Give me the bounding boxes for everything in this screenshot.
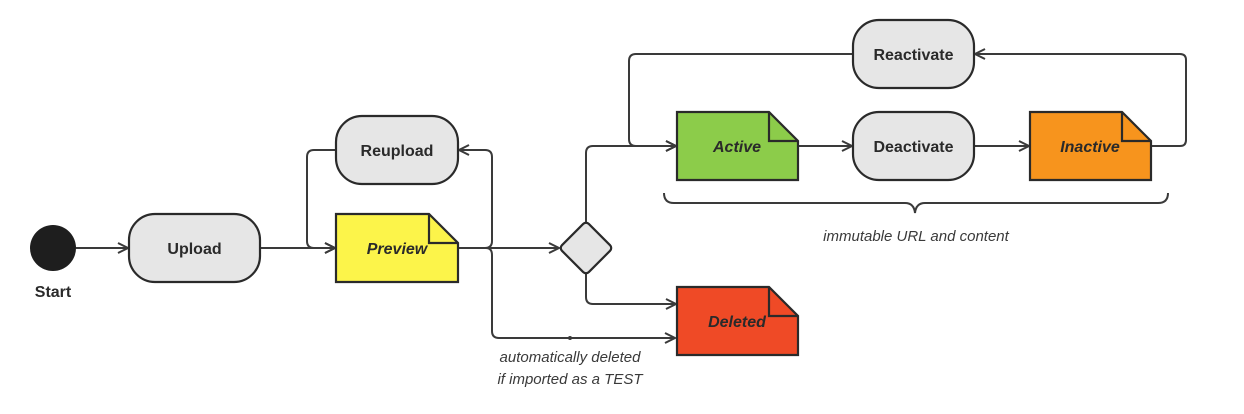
edges [76,53,1187,340]
edge-midpoint-dot [568,336,572,340]
edge-decision-active [585,146,676,222]
reupload-node: Reupload [334,114,460,186]
inactive-node: Inactive [1028,110,1153,182]
edge-reupload-preview [306,149,336,248]
reactivate-box [851,18,976,90]
deactivate-node: Deactivate [851,110,976,182]
edge-reactivate-active [628,53,853,146]
reactivate-label: Reactivate [873,47,953,64]
active-label: Active [712,139,761,156]
deleted-box [675,285,800,357]
inactive-fold [1120,112,1151,143]
preview-box [334,212,460,284]
edge-preview-reupload [458,150,493,249]
immutable-brace [663,192,1169,214]
active-fold [767,112,798,143]
decision-node [559,221,613,275]
deactivate-label: Deactivate [873,139,953,156]
deactivate-box [851,110,976,182]
start-node: Start [30,225,76,301]
immutable-annotation: immutable URL and content [823,228,1009,245]
preview-fold [427,214,458,245]
upload-box [127,212,262,284]
inactive-label: Inactive [1060,139,1120,156]
edge-inactive-reactivate [975,54,1187,147]
decision-diamond [559,221,613,275]
upload-node: Upload [127,212,262,284]
upload-label: Upload [167,241,221,258]
start-label: Start [35,284,72,301]
edge-decision-deleted [585,274,676,304]
auto-deleted-annotation-line1: automatically deleted [500,349,642,366]
deleted-node: Deleted [675,285,800,357]
preview-node: Preview [334,212,460,284]
deleted-label: Deleted [708,314,767,331]
reactivate-node: Reactivate [851,18,976,90]
active-box [675,110,800,182]
start-circle [30,225,76,271]
reupload-box [334,114,460,186]
deleted-fold [767,287,798,318]
edge-preview-deleted [485,247,675,338]
inactive-box [1028,110,1153,182]
preview-label: Preview [367,241,429,258]
reupload-label: Reupload [361,143,434,160]
active-node: Active [675,110,800,182]
auto-deleted-annotation-line2: if imported as a TEST [497,371,644,388]
